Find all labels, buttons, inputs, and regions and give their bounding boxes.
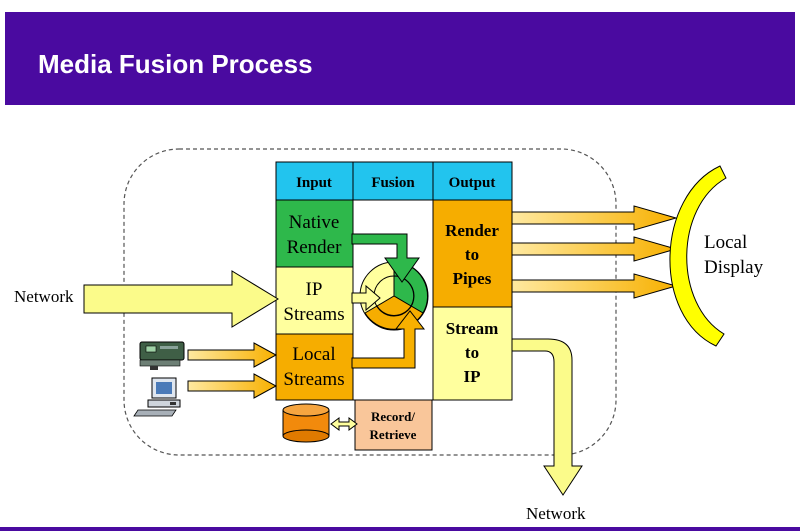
video-device-icon [139, 341, 185, 370]
network-output-label: Network [526, 504, 586, 523]
local-display-shape [669, 165, 727, 347]
stream-to-ip-line3: IP [464, 367, 481, 386]
render-to-pipes-line3: Pipes [453, 269, 492, 288]
render-to-pipes-line2: to [465, 245, 479, 264]
device-to-local-arrow-1 [187, 342, 278, 368]
network-input-label: Network [14, 287, 74, 306]
record-double-arrow [330, 417, 358, 431]
pipe-arrow-3 [511, 273, 678, 299]
record-retrieve-cell [354, 399, 433, 451]
stream-to-ip-line1: Stream [446, 319, 499, 338]
network-input-arrow [83, 270, 279, 328]
pipe-arrow-1 [511, 205, 678, 231]
native-render-cell [275, 199, 354, 268]
ip-streams-cell [275, 266, 354, 335]
title-bar [5, 12, 795, 105]
local-display-line2: Display [704, 257, 764, 278]
local-display-line1: Local [704, 232, 747, 253]
ip-streams-line1: IP [306, 279, 323, 300]
pipe-arrow-2 [511, 236, 678, 262]
record-retrieve-line1: Record/ [371, 409, 415, 424]
native-to-fusion-arrow [351, 233, 420, 283]
local-streams-line1: Local [292, 344, 335, 365]
network-output-arrow [511, 338, 583, 496]
stream-to-ip-cell [432, 306, 513, 401]
fusion-header-label: Fusion [371, 175, 415, 191]
bottom-rule [0, 527, 800, 531]
render-to-pipes-line1: Render [445, 221, 499, 240]
input-header-label: Input [296, 175, 332, 191]
output-header-label: Output [449, 175, 496, 191]
ip-to-fusion-arrow [351, 284, 381, 312]
desktop-computer-icon [133, 377, 181, 417]
ip-streams-line2: Streams [283, 304, 344, 325]
local-streams-line2: Streams [283, 369, 344, 390]
output-header [432, 161, 513, 201]
storage-drum-icon [282, 403, 330, 443]
render-to-pipes-cell [432, 199, 513, 308]
fusion-header [352, 161, 434, 201]
device-to-local-arrow-2 [187, 373, 278, 399]
native-render-line2: Render [287, 237, 343, 258]
record-retrieve-line2: Retrieve [370, 427, 417, 442]
stream-to-ip-line2: to [465, 343, 479, 362]
page-title: Media Fusion Process [38, 49, 313, 79]
native-render-line1: Native [289, 212, 340, 233]
local-to-fusion-arrow [351, 310, 426, 369]
